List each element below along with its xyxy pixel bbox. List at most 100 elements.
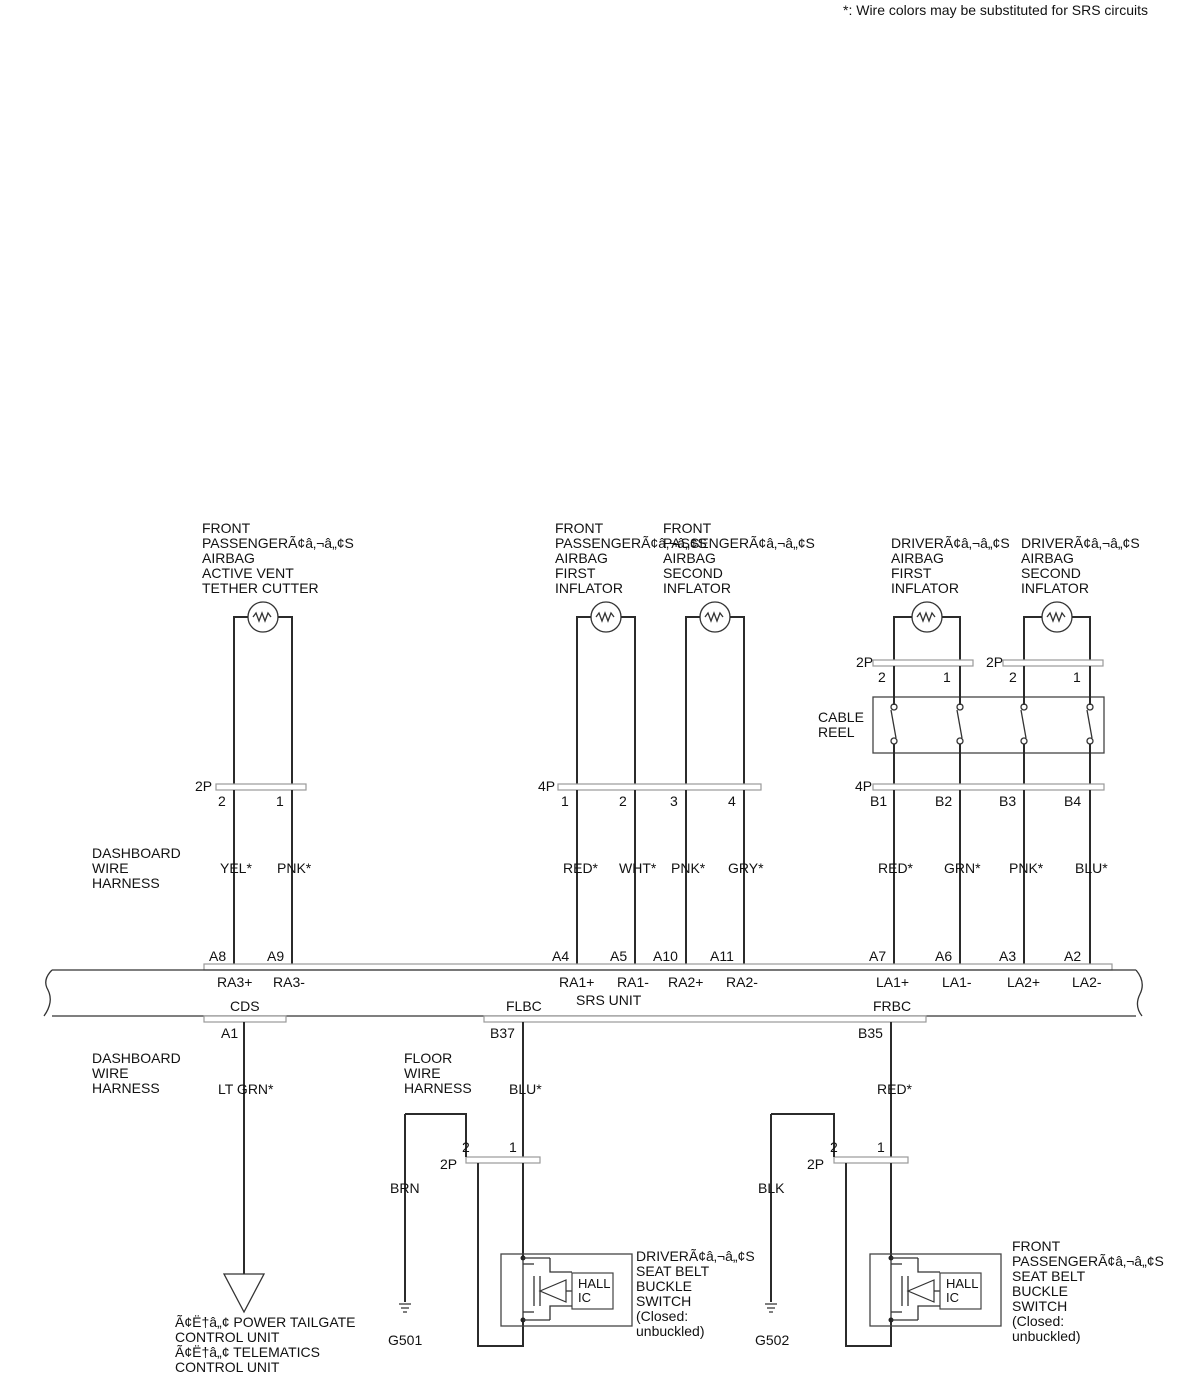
- connector-2p-active-vent: [215, 783, 307, 791]
- conn-2p-active-vent: 2P: [195, 778, 213, 794]
- squib-fp-first: [576, 601, 636, 785]
- srs-connector-a: [203, 963, 1113, 971]
- pin-drv-second-1: 1: [1073, 669, 1081, 685]
- wire-color-brn: BRN: [390, 1180, 420, 1196]
- pin-drv-buckle-2: 2: [462, 1139, 470, 1155]
- label-dash-harness-lower: DASHBOARD WIRE HARNESS: [92, 1050, 181, 1096]
- srs-pin-a2: A2: [1064, 948, 1082, 964]
- wire-color-red-2: RED*: [878, 860, 914, 876]
- pin-fp-4: 4: [728, 793, 736, 809]
- pin-drv-buckle-1: 1: [509, 1139, 517, 1155]
- srs-term-ra2p: RA2+: [668, 974, 704, 990]
- srs-term-ra1m: RA1-: [617, 974, 649, 990]
- label-floor-harness: FLOOR WIRE HARNESS: [404, 1050, 472, 1096]
- srs-connector-cds: [203, 1015, 287, 1023]
- pin-fp-3: 3: [670, 793, 678, 809]
- srs-pin-a9: A9: [267, 948, 285, 964]
- wire-color-gry: GRY*: [728, 860, 764, 876]
- wire-color-lt-grn: LT GRN*: [218, 1081, 274, 1097]
- pin-drv-second-2: 2: [1009, 669, 1017, 685]
- wire-color-grn: GRN*: [944, 860, 981, 876]
- conn-4p-cable-reel: 4P: [855, 778, 873, 794]
- srs-pin-a8: A8: [209, 948, 227, 964]
- squib-active-vent: [233, 601, 293, 785]
- label-cable-reel: CABLE REEL: [818, 709, 864, 740]
- wires-drv: [893, 790, 1091, 966]
- connector-4p-fp: [557, 783, 762, 791]
- srs-term-ra2m: RA2-: [726, 974, 758, 990]
- conn-2p-drv-second: 2P: [986, 654, 1004, 670]
- wire-color-blk: BLK: [758, 1180, 785, 1196]
- connector-2p-drv-first: [872, 659, 974, 667]
- pin-active-vent-1: 1: [276, 793, 284, 809]
- srs-term-cds: CDS: [230, 998, 260, 1014]
- label-drv-buckle-switch: DRIVERÃ¢â‚¬â„¢S SEAT BELT BUCKLE SWITCH …: [636, 1248, 755, 1339]
- label-drv-first-inflator: DRIVERÃ¢â‚¬â„¢S AIRBAG FIRST INFLATOR: [891, 535, 1010, 596]
- pin-active-vent-2: 2: [218, 793, 226, 809]
- srs-term-ra1p: RA1+: [559, 974, 595, 990]
- substitution-note: *: Wire colors may be substituted for SR…: [843, 2, 1148, 18]
- label-fp-second-inflator: FRONT PASSENGERÃ¢â‚¬â„¢S AIRBAG SECOND I…: [663, 520, 815, 596]
- label-tailgate-telematics: Ã¢Ë†â„¢ POWER TAILGATE CONTROL UNIT Ã¢Ë†…: [175, 1314, 356, 1375]
- srs-term-la2m: LA2-: [1072, 974, 1102, 990]
- label-fp-first-inflator: FRONT PASSENGERÃ¢â‚¬â„¢S AIRBAG FIRST IN…: [555, 520, 707, 596]
- srs-connector-b: [483, 1015, 927, 1023]
- tailgate-arrow: [222, 1273, 266, 1314]
- wire-color-red-1: RED*: [563, 860, 599, 876]
- srs-pin-a7: A7: [869, 948, 887, 964]
- wire-color-wht: WHT*: [619, 860, 657, 876]
- label-drv-second-inflator: DRIVERÃ¢â‚¬â„¢S AIRBAG SECOND INFLATOR: [1021, 535, 1140, 596]
- label-hall-ic-fp: HALL IC: [946, 1276, 979, 1305]
- squib-drv-first: [893, 601, 961, 660]
- wire-color-pnk-3: PNK*: [1009, 860, 1044, 876]
- srs-pin-a11: A11: [710, 948, 734, 964]
- pin-fp-1: 1: [561, 793, 569, 809]
- label-srs-unit: SRS UNIT: [576, 992, 642, 1008]
- conn-2p-fp-buckle: 2P: [807, 1156, 825, 1172]
- fp-buckle-circuit: [765, 1022, 1002, 1347]
- wire-color-red-3: RED*: [877, 1081, 913, 1097]
- srs-term-la1p: LA1+: [876, 974, 910, 990]
- squib-fp-second: [685, 601, 745, 785]
- label-hall-ic-drv: HALL IC: [578, 1276, 611, 1305]
- label-fp-active-vent: FRONT PASSENGERÃ¢â‚¬â„¢S AIRBAG ACTIVE V…: [202, 520, 354, 596]
- drv-buckle-circuit: [399, 1022, 633, 1347]
- wire-color-pnk-1: PNK*: [277, 860, 312, 876]
- pin-fp-2: 2: [619, 793, 627, 809]
- pin-drv-first-1: 1: [943, 669, 951, 685]
- pin-b2: B2: [935, 793, 953, 809]
- srs-term-frbc: FRBC: [873, 998, 912, 1014]
- srs-pin-a1: A1: [221, 1025, 239, 1041]
- srs-term-ra3p: RA3+: [217, 974, 253, 990]
- srs-pin-a6: A6: [935, 948, 953, 964]
- squib-drv-second: [1023, 601, 1091, 660]
- srs-pin-b37: B37: [490, 1025, 515, 1041]
- srs-pin-a4: A4: [552, 948, 570, 964]
- pin-fp-buckle-1: 1: [877, 1139, 885, 1155]
- pin-b1: B1: [870, 793, 888, 809]
- label-fp-buckle-switch: FRONT PASSENGERÃ¢â‚¬â„¢S SEAT BELT BUCKL…: [1012, 1238, 1164, 1344]
- conn-4p-fp: 4P: [538, 778, 556, 794]
- pin-b3: B3: [999, 793, 1017, 809]
- wire-color-yel: YEL*: [220, 860, 252, 876]
- ground-g502: G502: [755, 1332, 790, 1348]
- srs-term-la1m: LA1-: [942, 974, 972, 990]
- pin-drv-first-2: 2: [878, 669, 886, 685]
- srs-pin-b35: B35: [858, 1025, 883, 1041]
- connector-4p-cable-reel: [872, 783, 1105, 791]
- srs-pin-a5: A5: [610, 948, 628, 964]
- srs-term-la2p: LA2+: [1007, 974, 1041, 990]
- srs-pin-a3: A3: [999, 948, 1017, 964]
- wire-color-blu-1: BLU*: [1075, 860, 1108, 876]
- pin-fp-buckle-2: 2: [830, 1139, 838, 1155]
- conn-2p-drv-buckle: 2P: [440, 1156, 458, 1172]
- connector-2p-drv-second: [1002, 659, 1104, 667]
- cable-reel: [872, 666, 1105, 785]
- srs-term-ra3m: RA3-: [273, 974, 305, 990]
- conn-2p-drv-first: 2P: [856, 654, 874, 670]
- ground-g501: G501: [388, 1332, 423, 1348]
- srs-pin-a10: A10: [653, 948, 678, 964]
- wire-color-blu-2: BLU*: [509, 1081, 542, 1097]
